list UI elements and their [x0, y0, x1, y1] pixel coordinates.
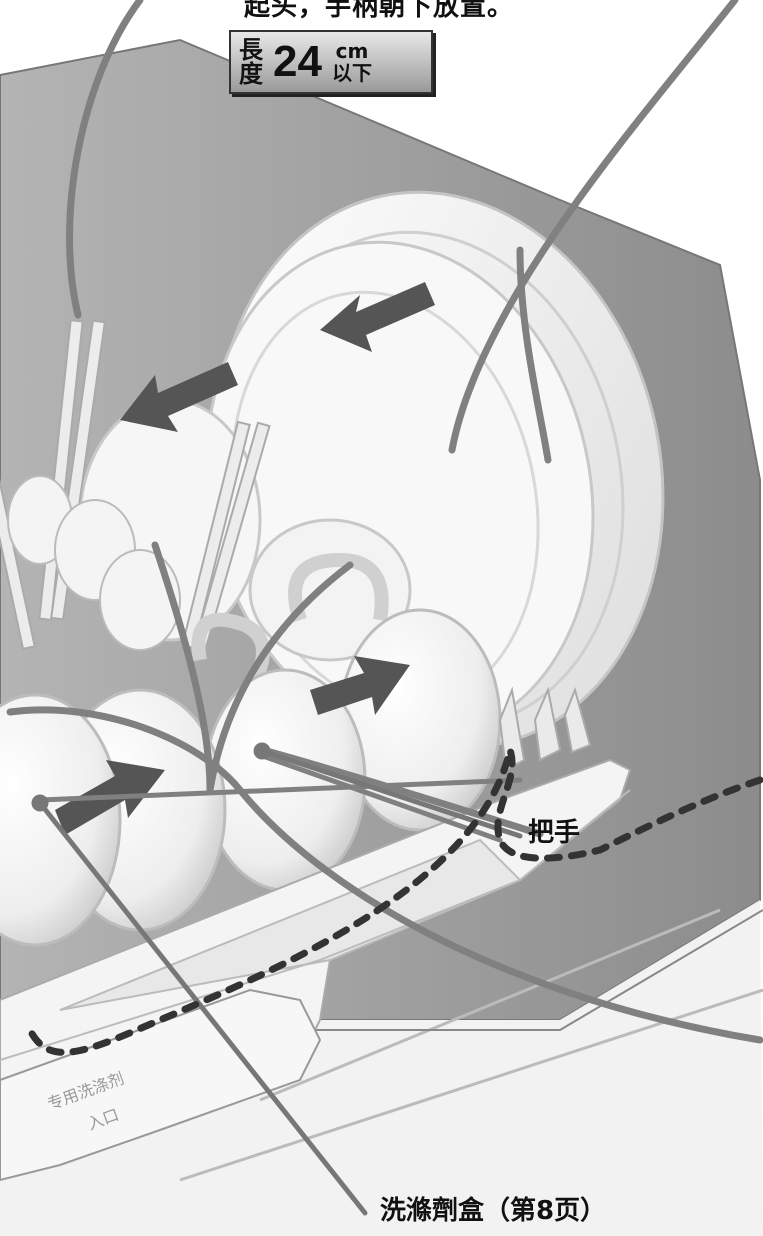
length-value: 24: [273, 37, 322, 87]
detergent-box-callout: 洗滌劑盒（第8页）: [380, 1190, 606, 1227]
length-label: 長 度: [239, 38, 263, 86]
handle-callout: 把手: [528, 812, 580, 849]
top-caption: 起头，手柄朝下放置。: [244, 0, 514, 23]
length-label-bottom: 度: [239, 62, 263, 86]
length-label-top: 長: [239, 38, 263, 62]
length-unit: cm 以下: [332, 40, 372, 84]
length-unit-top: cm: [332, 40, 372, 62]
length-limit-badge: 長 度 24 cm 以下: [229, 30, 433, 94]
length-unit-bottom: 以下: [332, 62, 372, 84]
